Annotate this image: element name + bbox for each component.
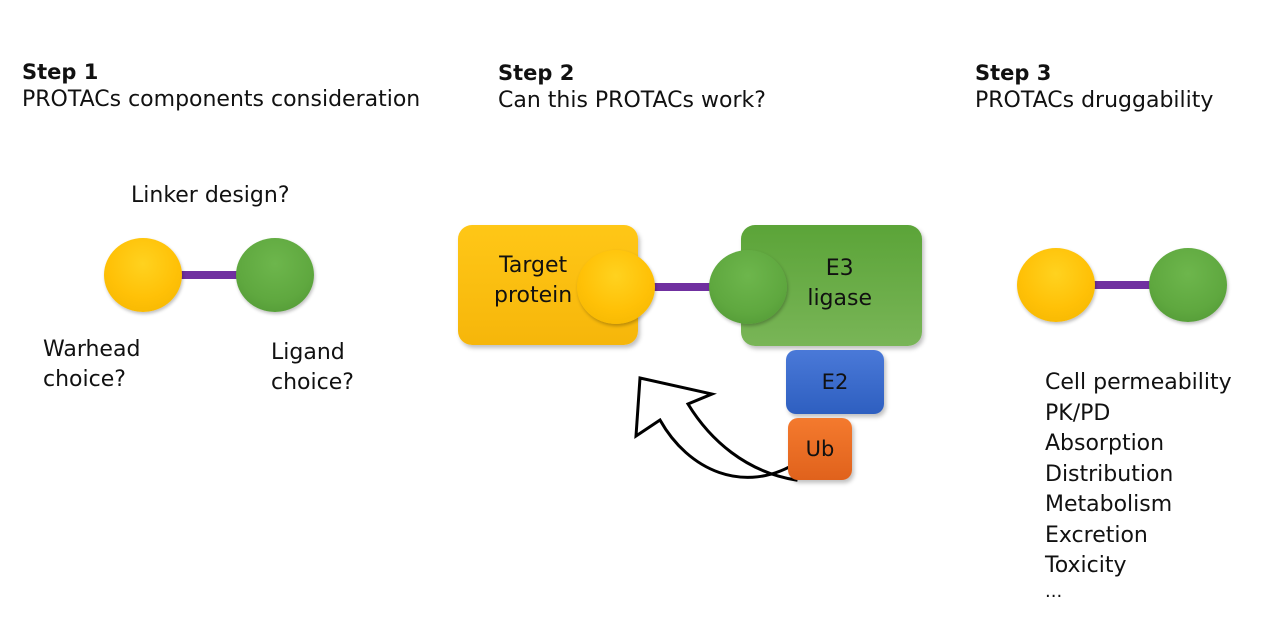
ub-box: Ub [788, 418, 852, 480]
linker-design-label: Linker design? [131, 183, 290, 208]
step1-ligand-ball [236, 238, 314, 312]
list-item: Excretion [1045, 522, 1148, 548]
step3-title: Step 3 [975, 61, 1052, 85]
step2-linker [650, 283, 720, 291]
target-label-line1: Target [499, 253, 568, 278]
step3-subtitle: PROTACs druggability [975, 88, 1214, 113]
step1-warhead-ball [104, 238, 182, 312]
e3-ligase-box: E3 ligase [741, 225, 922, 346]
step1-linker [178, 271, 242, 279]
warhead-label-line1: Warhead [43, 337, 141, 362]
list-item: ... [1045, 580, 1063, 602]
list-item: Metabolism [1045, 492, 1173, 517]
list-item: Absorption [1045, 431, 1165, 456]
step2-warhead-ball [577, 250, 655, 324]
step2-ligand-ball [709, 250, 787, 324]
list-item: Toxicity [1045, 553, 1127, 578]
step3-linker [1090, 281, 1154, 289]
warhead-choice-label: Warhead choice? [43, 335, 183, 395]
e3-ligase-label: E3 ligase [807, 254, 872, 314]
ligand-label-line1: Ligand [271, 340, 345, 365]
step2-title: Step 2 [498, 61, 575, 85]
target-protein-label: Target protein [494, 251, 572, 311]
step1-header: Step 1 PROTACs components consideration [22, 58, 420, 114]
warhead-label-line2: choice? [43, 367, 126, 392]
e3-label-line2: ligase [807, 285, 872, 311]
step3-header: Step 3 PROTACs druggability [975, 59, 1213, 115]
step3-warhead-ball [1017, 248, 1095, 322]
ligand-choice-label: Ligand choice? [271, 338, 411, 398]
list-item: PK/PD [1045, 400, 1111, 426]
recycle-arrow-icon [634, 376, 800, 482]
step2-subtitle: Can this PROTACs work? [498, 88, 766, 113]
list-item: Distribution [1045, 461, 1174, 487]
list-item: Cell permeability [1045, 370, 1232, 395]
target-label-line2: protein [494, 283, 573, 308]
ligand-label-line2: choice? [271, 370, 354, 395]
step1-subtitle: PROTACs components consideration [22, 87, 421, 112]
e3-label-line1: E3 [825, 255, 854, 281]
step1-title: Step 1 [22, 60, 99, 84]
step2-header: Step 2 Can this PROTACs work? [498, 59, 766, 115]
e2-box: E2 [786, 350, 884, 414]
step3-ligand-ball [1149, 248, 1227, 322]
druggability-list: Cell permeability PK/PD Absorption Distr… [1045, 368, 1232, 602]
